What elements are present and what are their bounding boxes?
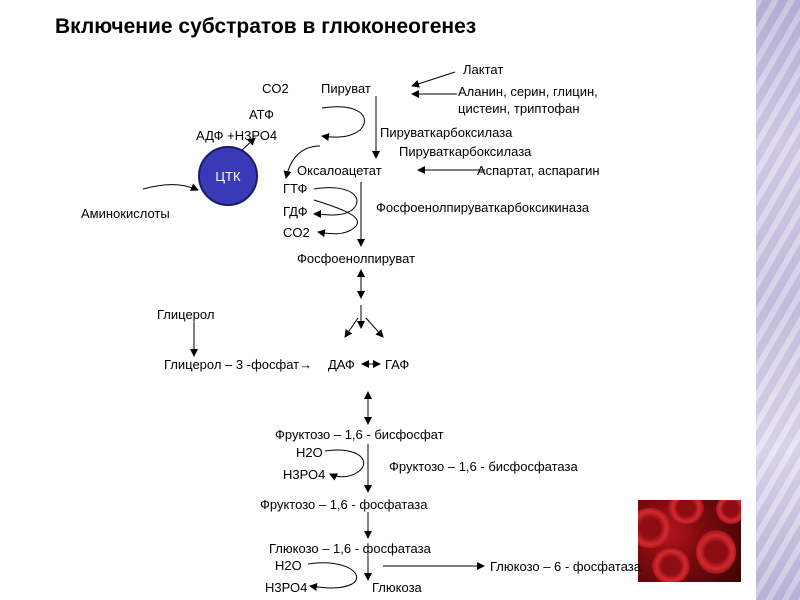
label-glucose-1-6-phosphatase: Глюкозо – 1,6 - фосфатаза [269,541,431,556]
label-lactate: Лактат [463,62,504,77]
cell-shape [638,508,672,548]
label-glycerol: Глицерол [157,307,215,322]
label-h2o-2: H2O [275,558,302,573]
cell-shape [696,530,736,574]
decorative-side-strip [756,0,800,600]
label-gdp: ГДФ [283,204,308,219]
ctk-circle: ЦТК [198,146,258,206]
label-co2-top: CO2 [262,81,289,96]
label-glucose: Глюкоза [372,580,422,595]
label-dap: ДАФ [328,357,355,372]
label-co2-mid: CO2 [283,225,310,240]
cell-shape [652,548,690,582]
label-pepck: Фосфоенолпируваткарбоксикиназа [376,200,590,215]
label-pyruvate-carboxylase-1: Пируваткарбоксилаза [380,125,513,140]
cell-shape [668,500,704,524]
label-pyruvate-carboxylase-2: Пируваткарбоксилаза [399,144,532,159]
label-h2o-1: H2O [296,445,323,460]
label-gap: ГАФ [385,357,410,372]
label-fbp: Фруктозо – 1,6 - бисфосфат [275,427,444,442]
label-aspartate: Аспартат, аспарагин [477,163,600,178]
label-oxaloacetate: Оксалоацетат [297,163,382,178]
label-atp: АТФ [249,107,275,122]
slide-title: Включение субстратов в глюконеогенез [55,15,477,38]
label-glucose-6-phosphatase: Глюкозо – 6 - фосфатаза [490,559,641,574]
label-amino-acids-1: Аланин, серин, глицин, [458,84,598,99]
label-h3po4-1: Н3РО4 [283,467,326,482]
label-adp: АДФ +Н3РО4 [196,128,278,143]
label-h3po4-2: Н3РО4 [265,580,308,595]
label-fbpase: Фруктозо – 1,6 - бисфосфатаза [389,459,578,474]
label-pyruvate: Пируват [321,81,371,96]
ctk-label: ЦТК [215,168,241,184]
label-amino-acids: Аминокислоты [81,206,170,221]
label-fructose-1-6-phosphatase: Фруктозо – 1,6 - фосфатаза [260,497,428,512]
cell-shape [716,500,741,524]
blood-cells-image [638,500,741,582]
label-gtp: ГТФ [283,181,308,196]
label-amino-acids-2: цистеин, триптофан [458,101,580,116]
label-glycerol-3-phosphate: Глицерол – 3 -фосфат→ [164,357,313,372]
label-pep: Фосфоенолпируват [297,251,416,266]
